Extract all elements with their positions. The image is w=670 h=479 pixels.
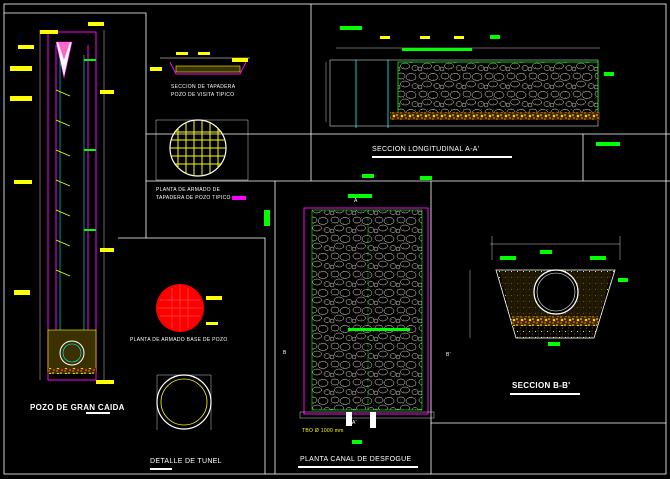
planta-canal bbox=[264, 174, 435, 468]
label-seccion-bb: SECCION B-B' bbox=[512, 381, 571, 390]
seccion-tapadera bbox=[150, 52, 250, 75]
label-planta-armado-2: TAPADERA DE POZO TIPICO bbox=[156, 195, 231, 201]
label-planta-canal: PLANTA CANAL DE DESFOGUE bbox=[300, 456, 412, 463]
label-seccion-tapadera: SECCION DE TAPADERA bbox=[171, 84, 236, 90]
section-marker-b: B bbox=[283, 350, 287, 356]
label-pozo-visita: POZO DE VISITA TIPICO bbox=[171, 92, 235, 98]
label-planta-armado-1: PLANTA DE ARMADO DE bbox=[156, 187, 221, 193]
label-pozo-gran-caida: POZO DE GRAN CAIDA bbox=[30, 403, 125, 412]
planta-armado-tapadera bbox=[155, 119, 249, 200]
sheet-frames bbox=[3, 3, 670, 475]
label-tubo: TBO Ø 1000 mm bbox=[302, 428, 344, 434]
section-marker-b-prime: B' bbox=[446, 352, 451, 358]
seccion-bb bbox=[469, 236, 628, 395]
label-detalle-tunel: DETALLE DE TUNEL bbox=[150, 458, 222, 465]
label-seccion-longitudinal: SECCION LONGITUDINAL A-A' bbox=[372, 146, 480, 153]
seccion-longitudinal bbox=[325, 26, 620, 158]
section-marker-a-prime: A' bbox=[352, 420, 357, 426]
section-marker-a: A bbox=[354, 198, 358, 204]
detalle-tunel bbox=[150, 374, 212, 470]
planta-armado-base bbox=[156, 284, 222, 332]
label-planta-armado-base: PLANTA DE ARMADO BASE DE POZO bbox=[130, 337, 228, 343]
pozo-gran-caida bbox=[10, 22, 114, 414]
